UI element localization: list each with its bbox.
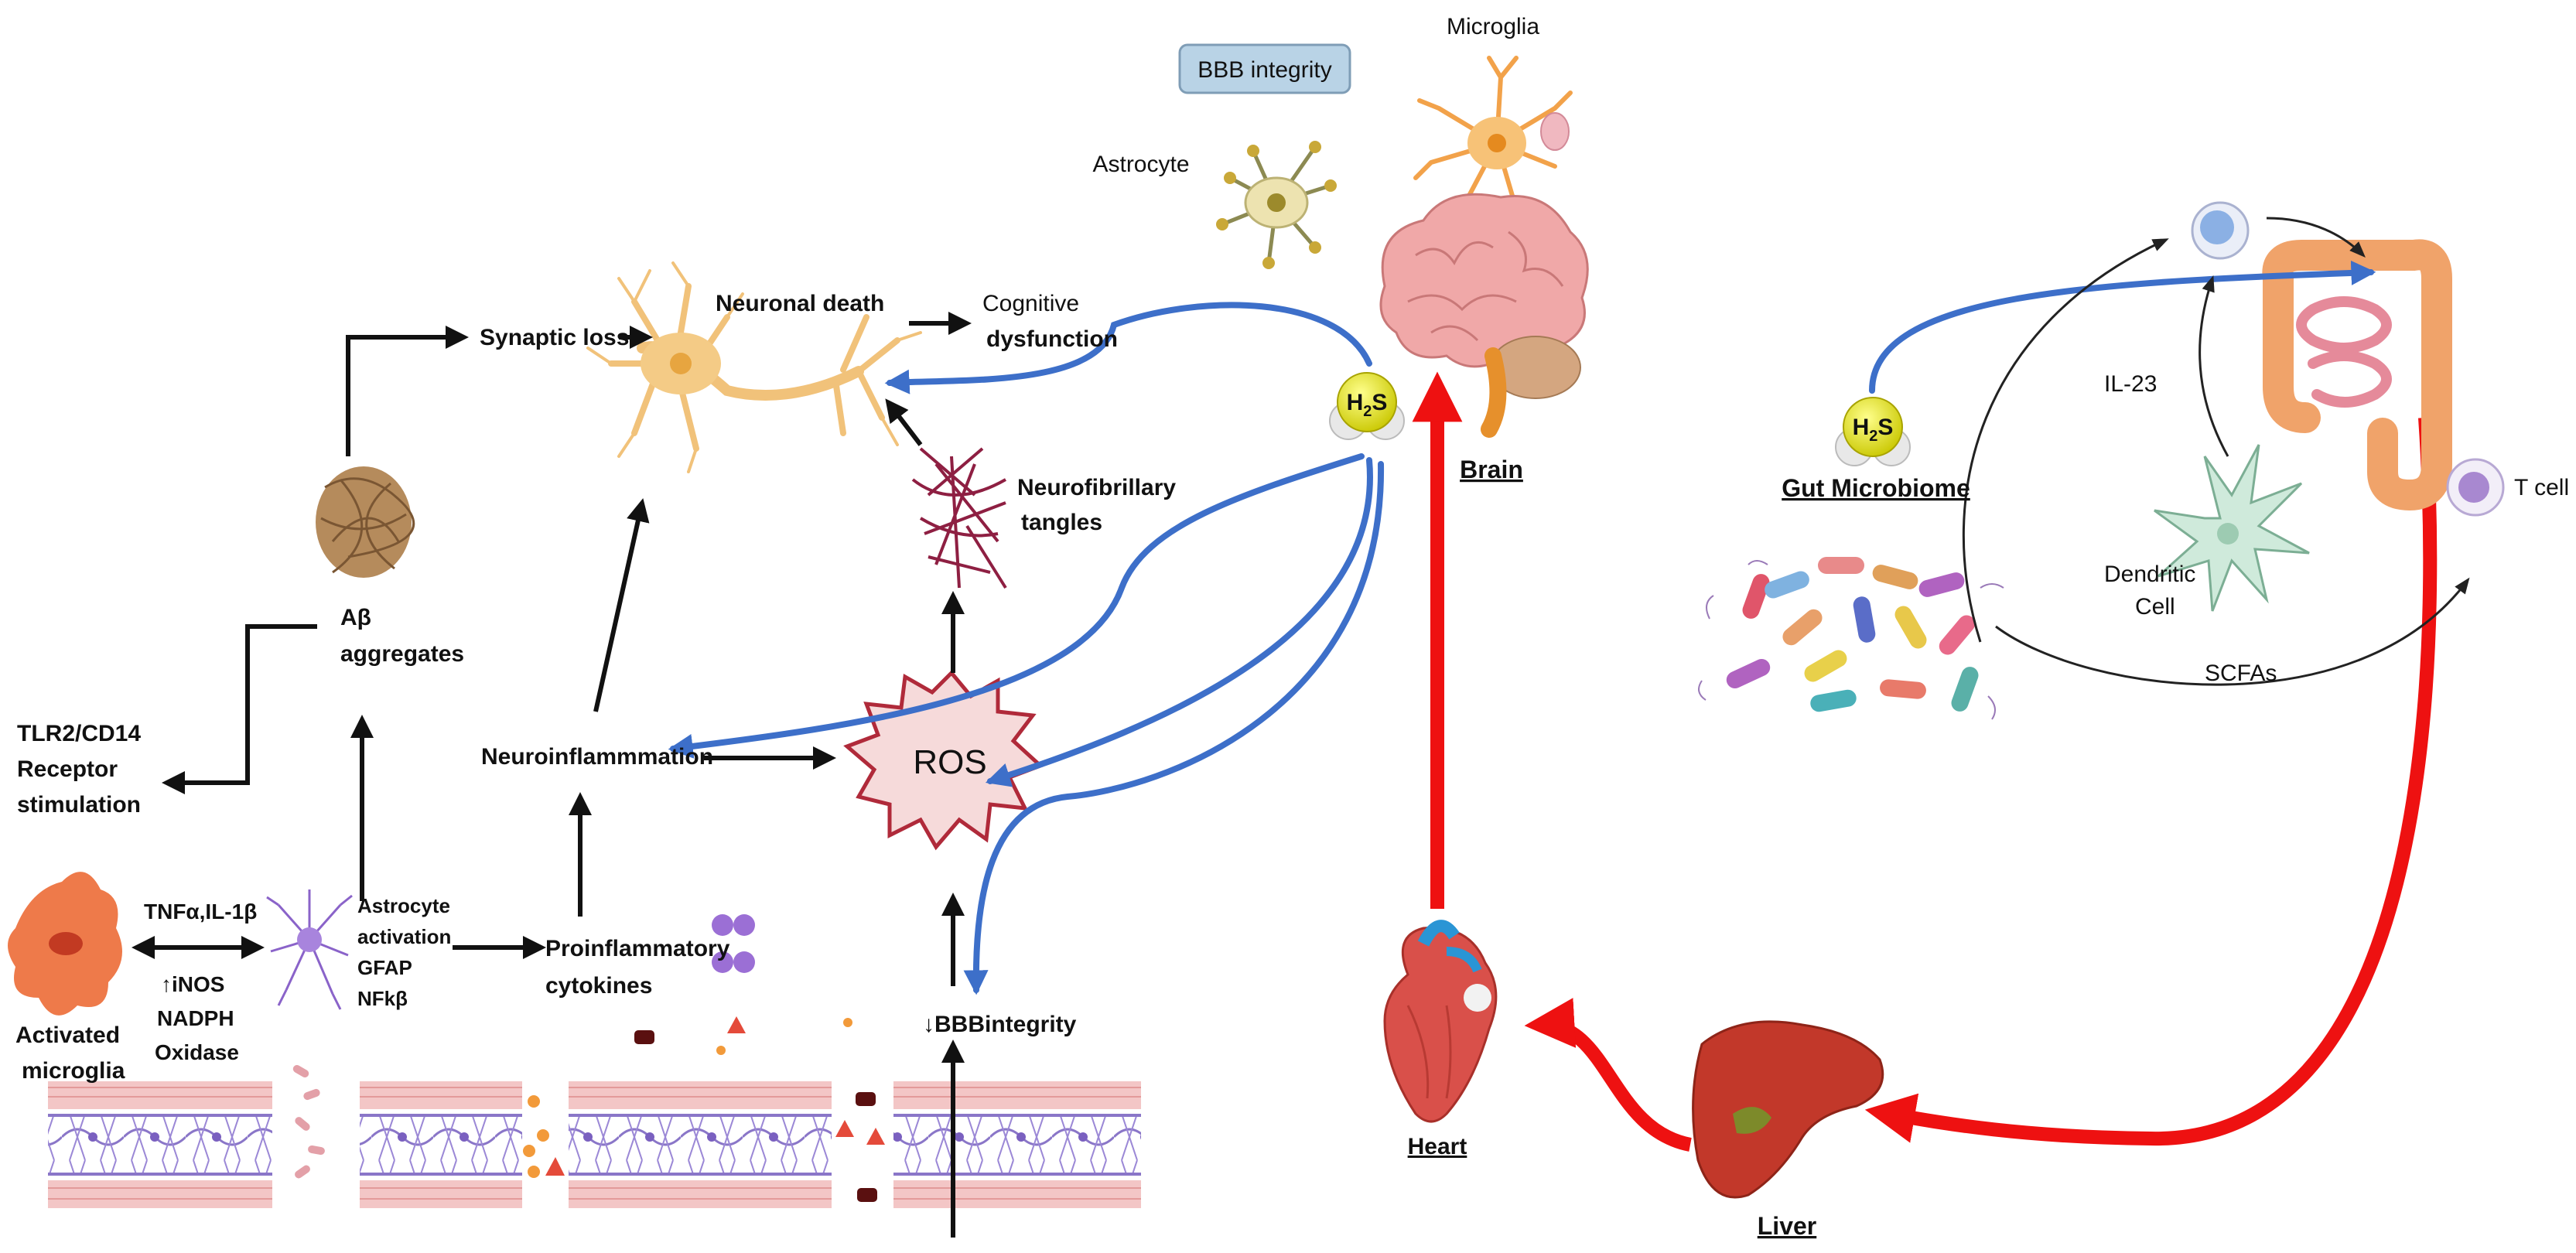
bbb-integrity-low-label: ↓BBBintegrity bbox=[923, 1012, 1077, 1037]
h2s-molecule-icon bbox=[1835, 397, 1911, 466]
cytokines-label: cytokines bbox=[545, 973, 652, 999]
scfas-label: SCFAs bbox=[2205, 661, 2277, 686]
microglia-label: Microglia bbox=[1447, 14, 1539, 39]
intestine-icon bbox=[2262, 239, 2452, 511]
tangles-icon bbox=[911, 447, 1007, 589]
neuron-icon bbox=[586, 261, 922, 473]
heart-label: Heart bbox=[1408, 1134, 1467, 1159]
h2s-h: H bbox=[1347, 390, 1364, 415]
thin-arrow bbox=[1962, 217, 2470, 686]
brain-label: Brain bbox=[1460, 456, 1523, 483]
microglia-icon bbox=[1413, 56, 1573, 227]
tcell-label: T cell bbox=[2514, 475, 2569, 500]
tangles-label: tangles bbox=[1021, 510, 1102, 535]
gut-microbiome-label: Gut Microbiome bbox=[1782, 474, 1970, 502]
h2s-brain-label: H2S bbox=[1347, 390, 1388, 420]
h2s-gut-s: S bbox=[1877, 415, 1893, 440]
blood-vessel-icon bbox=[48, 1016, 1141, 1208]
cytokine-icon bbox=[712, 914, 755, 973]
black-arrow bbox=[132, 312, 972, 1238]
dendritic-cell-icon bbox=[2154, 444, 2310, 612]
receptor-label: Receptor bbox=[17, 756, 118, 782]
dendritic-label: Dendritic bbox=[2104, 562, 2195, 587]
neurofibrillary-label: Neurofibrillary bbox=[1017, 475, 1176, 500]
liver-label: Liver bbox=[1758, 1212, 1816, 1240]
liver-icon bbox=[1692, 1020, 1884, 1199]
ros-label: ROS bbox=[913, 743, 986, 781]
h2s-s: S bbox=[1372, 390, 1387, 415]
t-cell-icon bbox=[2446, 458, 2505, 517]
neuronal-death-label: Neuronal death bbox=[716, 291, 884, 316]
dysfunction-label: dysfunction bbox=[986, 326, 1118, 352]
cognitive-label: Cognitive bbox=[982, 291, 1079, 316]
activated-label: Activated bbox=[15, 1023, 120, 1048]
amyloid-aggregate-icon bbox=[316, 466, 415, 578]
h2s-gut-label: H2S bbox=[1853, 415, 1894, 445]
oxidase-label: Oxidase bbox=[155, 1040, 239, 1064]
bbb-integrity-label: BBB integrity bbox=[1197, 57, 1331, 83]
h2s-molecule-icon bbox=[1329, 372, 1405, 440]
nfkb-label: NFkβ bbox=[357, 987, 408, 1010]
proinflammatory-label: Proinflammatory bbox=[545, 936, 730, 961]
neuroinflammation-label: Neuroinflammmation bbox=[481, 744, 713, 770]
gfap-label: GFAP bbox=[357, 956, 412, 979]
h2s-gut-2: 2 bbox=[1869, 428, 1877, 445]
il23-label: IL-23 bbox=[2104, 371, 2157, 397]
bbb-integrity-box bbox=[1178, 43, 1351, 94]
tlr-label: TLR2/CD14 bbox=[17, 721, 141, 746]
astro-activation-label-2: activation bbox=[357, 925, 451, 948]
stimulation-label: stimulation bbox=[17, 792, 141, 818]
tnf-label: TNFα,IL-1β bbox=[144, 900, 257, 924]
blue-arrow bbox=[668, 302, 1385, 995]
synaptic-loss-label: Synaptic loss bbox=[480, 325, 629, 350]
inos-label: ↑iNOS bbox=[161, 972, 224, 996]
brain-icon bbox=[1379, 193, 1589, 438]
bacteria-icon bbox=[1698, 557, 2004, 720]
astrocyte-label: Astrocyte bbox=[1092, 152, 1189, 177]
text-labels: BBB integrity Microglia Astrocyte Brain … bbox=[15, 14, 2569, 1240]
abeta-label: Aβ bbox=[340, 605, 371, 630]
nadph-label: NADPH bbox=[157, 1006, 234, 1030]
blue-arrow bbox=[1869, 260, 2376, 394]
aggregates-label: aggregates bbox=[340, 641, 464, 667]
cell-label: Cell bbox=[2135, 594, 2175, 620]
astro-activation-label-1: Astrocyte bbox=[357, 894, 450, 917]
immune-cell-icon bbox=[2191, 201, 2250, 260]
h2s-gut-h: H bbox=[1853, 415, 1870, 440]
heart-icon bbox=[1383, 920, 1498, 1123]
microglia-bottom-label: microglia bbox=[22, 1058, 125, 1084]
astrocyte-icon bbox=[1216, 141, 1337, 269]
astrocyte-icon bbox=[266, 889, 353, 1010]
activated-microglia-icon bbox=[8, 872, 122, 1016]
h2s-2: 2 bbox=[1363, 403, 1372, 420]
red-arrow bbox=[1412, 371, 2438, 1152]
